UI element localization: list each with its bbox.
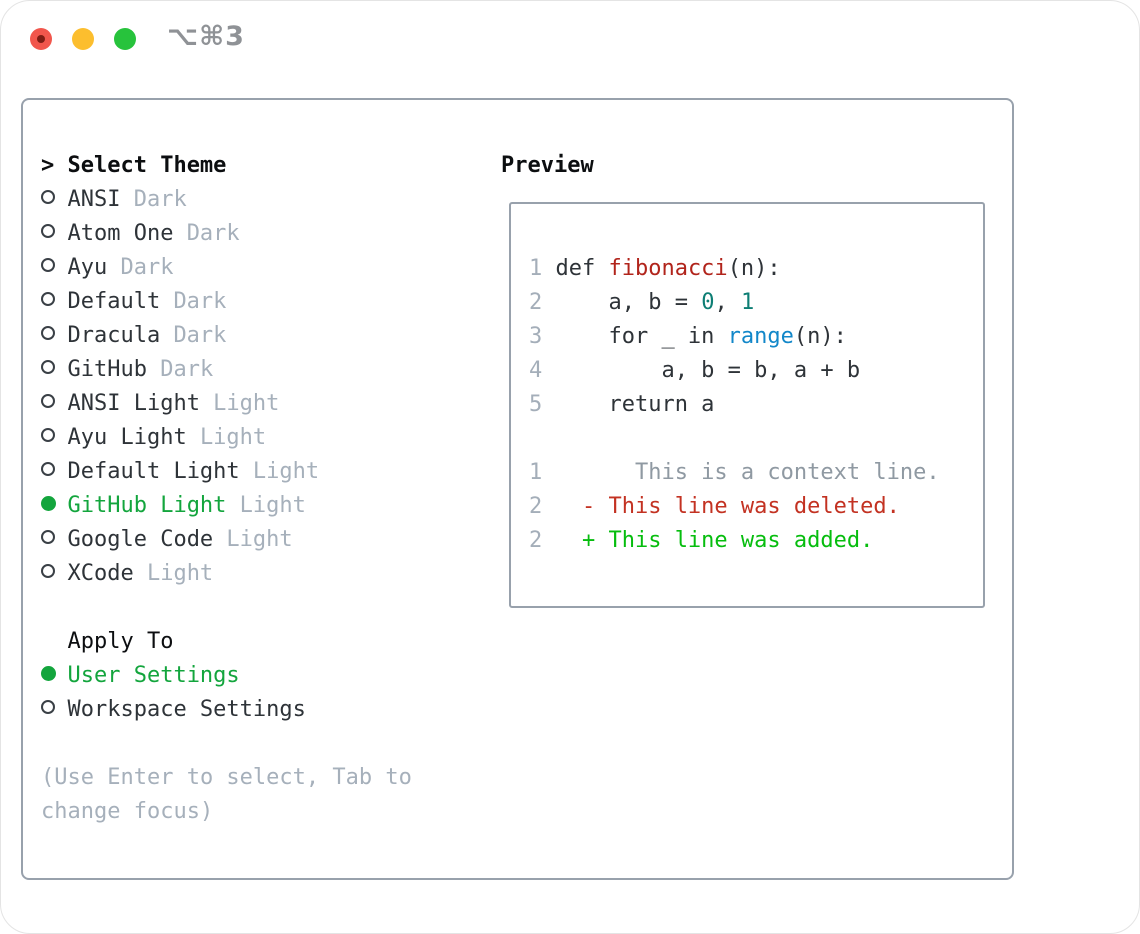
window-title: ⌥⌘3 xyxy=(167,21,245,52)
apply-option-user-settings[interactable]: User Settings xyxy=(41,659,491,693)
prompt-marker-icon: > xyxy=(41,153,55,178)
radio-unselected-icon xyxy=(41,700,55,714)
theme-list-header: > Select Theme xyxy=(41,149,491,183)
radio-unselected-icon xyxy=(41,292,55,306)
help-text: (Use Enter to select, Tab to change focu… xyxy=(41,765,412,824)
code-line: 2 a, b = 0, 1 xyxy=(529,286,983,320)
radio-unselected-icon xyxy=(41,224,55,238)
line-number: 2 xyxy=(529,290,543,315)
line-number: 2 xyxy=(529,528,543,553)
radio-unselected-icon xyxy=(41,258,55,272)
blank-line xyxy=(529,422,983,456)
radio-unselected-icon xyxy=(41,530,55,544)
minimize-button[interactable] xyxy=(72,28,94,50)
code-line: 3 for _ in range(n): xyxy=(529,320,983,354)
diff-context-line: 1 This is a context line. xyxy=(529,456,983,490)
close-modified-dot-icon xyxy=(37,35,45,43)
radio-unselected-icon xyxy=(41,326,55,340)
apply-to-header: Apply To xyxy=(41,625,491,659)
line-number: 4 xyxy=(529,358,543,383)
preview-title: Preview xyxy=(501,153,594,178)
line-number: 1 xyxy=(529,256,543,281)
radio-unselected-icon xyxy=(41,190,55,204)
diff-added-line: 2 + This line was added. xyxy=(529,524,983,558)
line-number: 5 xyxy=(529,392,543,417)
line-number: 3 xyxy=(529,324,543,349)
close-button[interactable] xyxy=(30,28,52,50)
radio-selected-icon xyxy=(41,496,56,511)
radio-unselected-icon xyxy=(41,428,55,442)
code-line: 4 a, b = b, a + b xyxy=(529,354,983,388)
line-number: 1 xyxy=(529,460,543,485)
spacer xyxy=(41,591,491,625)
radio-unselected-icon xyxy=(41,462,55,476)
diff-deleted-line: 2 - This line was deleted. xyxy=(529,490,983,524)
radio-unselected-icon xyxy=(41,360,55,374)
theme-list-title: Select Theme xyxy=(67,153,227,178)
radio-unselected-icon xyxy=(41,564,55,578)
radio-unselected-icon xyxy=(41,394,55,408)
code-line: 5 return a xyxy=(529,388,983,422)
radio-selected-icon xyxy=(41,666,56,681)
apply-option-workspace-settings[interactable]: Workspace Settings xyxy=(41,693,491,727)
zoom-button[interactable] xyxy=(114,28,136,50)
line-number: 2 xyxy=(529,494,543,519)
apply-to-title: Apply To xyxy=(67,629,174,654)
